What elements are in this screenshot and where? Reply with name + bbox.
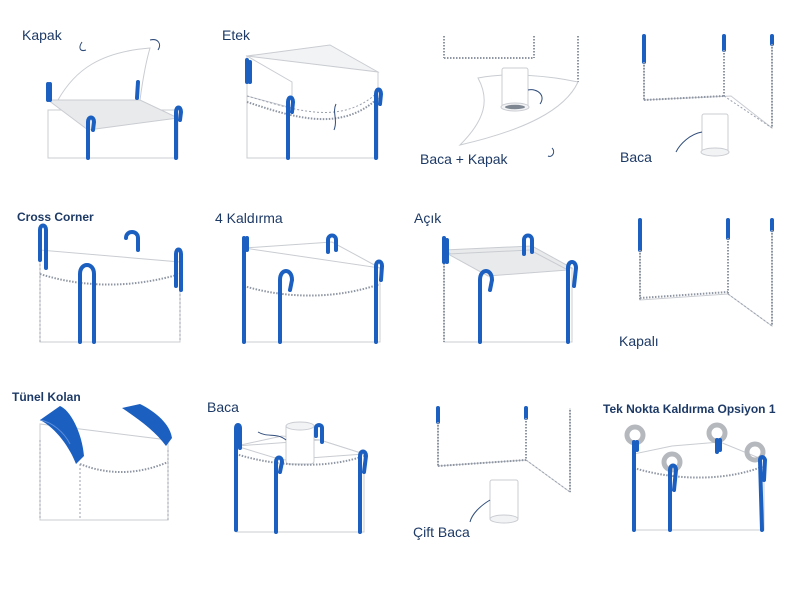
bag-4-kaldirma: 4 Kaldırma (200, 190, 400, 380)
bag-cross-corner: Cross Corner (0, 190, 200, 380)
bag-kapali-drawing (638, 218, 774, 327)
bag-baca-top-drawing (642, 34, 774, 157)
label-etek: Etek (222, 27, 251, 43)
bag-tunel-kolan-drawing (39, 404, 172, 521)
bag-tunel-kolan: Tünel Kolan (0, 380, 200, 570)
label-baca-top: Baca (620, 149, 652, 165)
label-cross-corner: Cross Corner (17, 210, 94, 224)
label-tek-nokta: Tek Nokta Kaldırma Opsiyon 1 (603, 402, 776, 416)
label-kapali: Kapalı (619, 333, 659, 349)
bag-baca: Baca (200, 380, 400, 570)
label-4-kaldirma: 4 Kaldırma (215, 210, 283, 226)
label-acik: Açık (414, 210, 442, 226)
bag-tek-nokta-drawing (624, 422, 768, 532)
label-kapak: Kapak (22, 27, 62, 43)
bag-cross-corner-drawing (38, 223, 183, 344)
label-baca: Baca (207, 399, 239, 415)
bag-baca-kapak-drawing (443, 36, 579, 157)
bag-baca-drawing (234, 421, 369, 534)
bag-kapak: Kapak (0, 0, 200, 190)
bag-kapak-drawing (46, 39, 184, 160)
bag-baca-kapak: Baca + Kapak (400, 0, 600, 190)
label-baca-kapak: Baca + Kapak (420, 151, 508, 167)
bag-cift-baca-drawing (436, 406, 571, 524)
bag-etek: Etek (200, 0, 400, 190)
bag-baca-top: Baca (600, 0, 800, 190)
bag-4-kaldirma-drawing (242, 233, 385, 344)
bag-kapali: Kapalı (600, 190, 800, 380)
label-tunel-kolan: Tünel Kolan (12, 390, 81, 404)
bag-etek-drawing (245, 44, 384, 160)
label-cift-baca: Çift Baca (413, 524, 470, 540)
bag-cift-baca: Çift Baca (400, 380, 600, 570)
bag-acik-drawing (442, 233, 579, 344)
bag-tek-nokta: Tek Nokta Kaldırma Opsiyon 1 (600, 380, 800, 570)
bag-acik: Açık (400, 190, 600, 380)
